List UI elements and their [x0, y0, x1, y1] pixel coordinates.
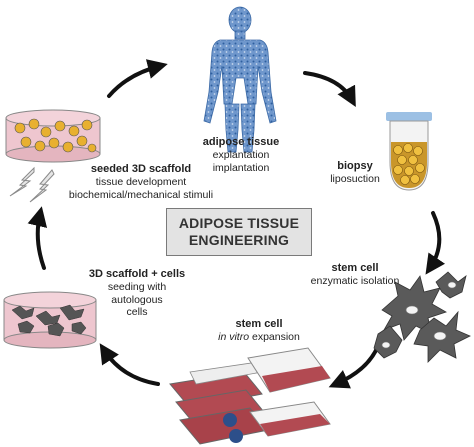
arrow-seeded-to-human — [107, 59, 168, 98]
stimuli-bolts-illustration — [9, 166, 55, 203]
label-adipose-tissue: adipose tissue explantation implantation — [176, 136, 306, 174]
biopsy-title: biopsy — [337, 160, 373, 172]
in-vitro-text: in vitro — [218, 331, 250, 344]
stemcell-expansion-line: in vitro expansion — [204, 331, 314, 344]
stemcell-expansion-title: stem cell — [235, 318, 283, 330]
title-line-2: ENGINEERING — [188, 232, 290, 248]
adipose-line-1: explantation — [212, 149, 270, 162]
label-scaffold-cells: 3D scaffold + cells seeding with autolog… — [78, 268, 196, 319]
scaffold-cells-line-3: cells — [126, 306, 148, 319]
scaffold-with-cells-illustration — [3, 291, 97, 349]
cell-nuclei — [381, 281, 457, 349]
scaffold-cells-title: 3D scaffold + cells — [88, 268, 186, 280]
expansion-text: expansion — [249, 331, 300, 344]
central-title-box: ADIPOSE TISSUE ENGINEERING — [166, 208, 312, 256]
biopsy-tube-illustration — [386, 112, 432, 191]
arrow-scaffold-to-seeded — [27, 206, 48, 270]
biopsy-line-1: liposuction — [330, 173, 380, 186]
seeded-scaffold-title: seeded 3D scaffold — [90, 163, 192, 175]
scaffold-cells-line-2: autologous — [111, 293, 163, 306]
title-line-1: ADIPOSE TISSUE — [178, 214, 300, 231]
stemcell-isolation-title: stem cell — [331, 262, 379, 274]
label-biopsy: biopsy liposuction — [320, 160, 390, 186]
adipose-line-2: implantation — [212, 161, 270, 174]
arrow-stemcell-to-flasks — [328, 344, 380, 389]
culture-flasks-illustration — [169, 347, 331, 445]
human-body-illustration — [203, 6, 277, 153]
label-stem-cell-isolation: stem cell enzymatic isolation — [300, 262, 410, 288]
seeded-scaffold-line-1: tissue development — [95, 176, 187, 189]
label-stem-cell-expansion: stem cell in vitro expansion — [204, 318, 314, 344]
seeded-scaffold-illustration — [5, 109, 101, 163]
arrow-flasks-to-scaffold — [99, 343, 160, 386]
seeded-scaffold-line-2: biochemical/mechanical stimuli — [68, 188, 214, 201]
label-seeded-scaffold: seeded 3D scaffold tissue development bi… — [62, 163, 220, 201]
arrow-human-to-biopsy — [303, 71, 356, 108]
stemcell-isolation-line-1: enzymatic isolation — [310, 275, 400, 288]
adipose-title: adipose tissue — [202, 136, 280, 148]
arrow-biopsy-to-stemcell — [425, 211, 446, 275]
scaffold-cells-line-1: seeding with — [107, 281, 167, 294]
